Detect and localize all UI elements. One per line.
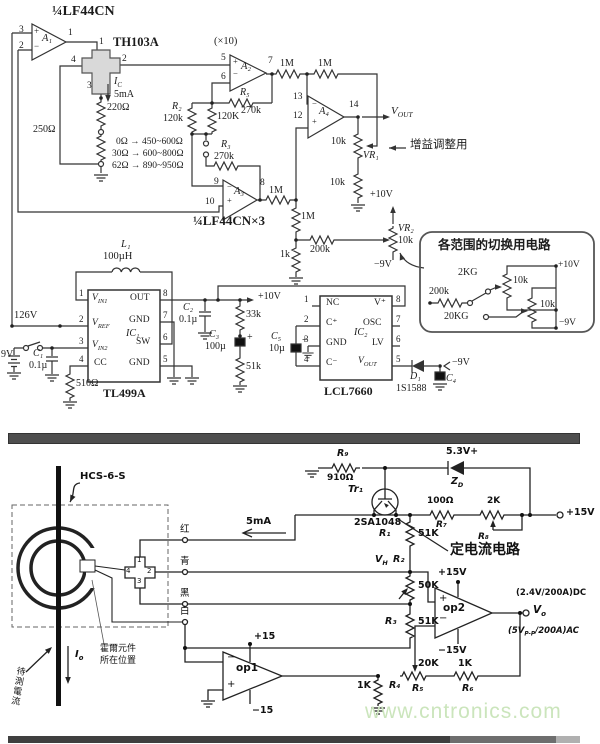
th103a-cross xyxy=(81,49,121,95)
horizontal-scrollbar-end xyxy=(556,736,580,743)
conductor-bar xyxy=(56,466,61,706)
a4-opamp xyxy=(307,94,346,140)
top-schematic xyxy=(6,23,595,409)
hall-element xyxy=(79,559,96,573)
c4-capacitor xyxy=(434,371,446,381)
terminal-circles xyxy=(181,511,564,626)
tl499a-box xyxy=(87,289,161,383)
watermark-text: www.cntronics.com xyxy=(365,700,562,723)
l1-inductor xyxy=(111,267,141,273)
junction-dots xyxy=(10,72,558,368)
horizontal-scrollbar-thumb[interactable] xyxy=(450,736,556,743)
section-divider-bar xyxy=(8,433,580,444)
battery-9v xyxy=(8,355,20,368)
c2-capacitor xyxy=(199,311,211,317)
op2-opamp xyxy=(434,587,494,639)
a3-opamp xyxy=(222,178,259,222)
power-switch xyxy=(27,341,41,347)
junction-dots-bottom xyxy=(183,466,532,678)
tr1-transistor xyxy=(371,488,399,516)
a2-opamp xyxy=(229,54,268,92)
hall-cross xyxy=(124,556,156,589)
bottom-schematic xyxy=(11,461,564,715)
a1-opamp xyxy=(31,23,68,61)
horizontal-scrollbar-track[interactable] xyxy=(8,736,580,743)
sensor-dashed-box xyxy=(11,504,169,628)
c1-capacitor xyxy=(46,356,58,362)
op1-opamp xyxy=(222,651,284,701)
lcl7660-box xyxy=(319,295,393,381)
range-switch-box xyxy=(419,231,595,333)
tl499a-inductor-loop xyxy=(75,271,173,345)
c5-capacitor xyxy=(290,343,302,353)
c3-capacitor xyxy=(234,337,246,347)
